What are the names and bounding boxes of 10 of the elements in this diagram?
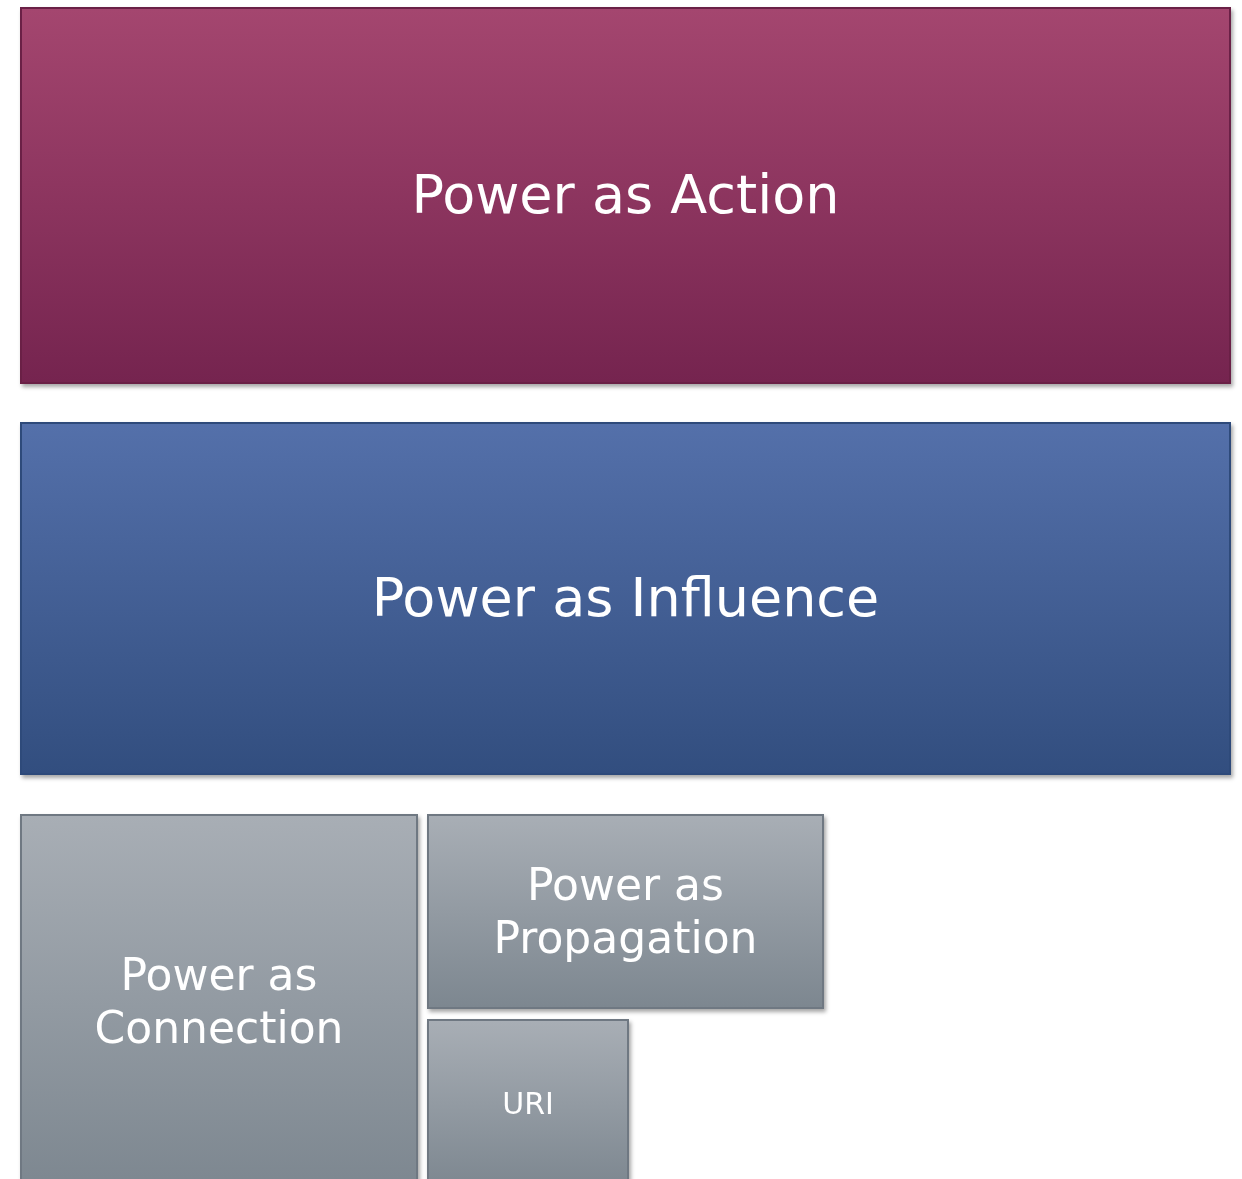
- box-label: Power as Propagation: [492, 858, 759, 965]
- box-label: URI: [502, 1086, 554, 1122]
- category-box: [20, 7, 1231, 384]
- category-box: [427, 1019, 629, 1179]
- category-box: [20, 814, 418, 1179]
- box-label: Power as Influence: [371, 566, 880, 631]
- box-label: Power as Action: [411, 163, 840, 228]
- category-box: [427, 814, 824, 1009]
- category-box: [20, 422, 1231, 775]
- box-label: Power as Connection: [93, 948, 345, 1055]
